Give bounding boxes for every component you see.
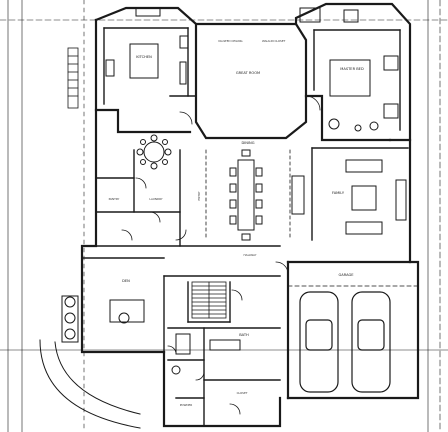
door-swings — [121, 95, 321, 415]
bath-fixtures — [171, 124, 362, 375]
walkway-curve — [39, 339, 141, 429]
stairs — [67, 47, 227, 319]
bath-label: BATH — [239, 333, 249, 337]
master-bed — [328, 55, 399, 131]
master-bed-label: MASTER BED — [340, 67, 364, 71]
garage-cars — [299, 291, 391, 393]
den-furniture — [61, 295, 145, 343]
note-great-room: VAULTED CEILING — [218, 39, 243, 43]
interior-walls — [81, 27, 419, 427]
kitchen-fixtures — [105, 7, 359, 85]
kitchen-label: KITCHEN — [136, 55, 152, 59]
garage-label: GARAGE — [338, 273, 354, 277]
dining-label: DINING — [241, 141, 254, 145]
exterior-walls — [80, 2, 420, 428]
pantry-label: PANTRY — [109, 197, 120, 201]
family-furniture — [291, 159, 407, 235]
den-label: DEN — [122, 279, 130, 283]
note-master: WALK-IN CLOSET — [262, 39, 286, 43]
breakfast-table — [136, 134, 172, 170]
dining-table — [229, 149, 263, 241]
laundry-label: LAUNDRY — [149, 197, 163, 201]
family-label: FAMILY — [332, 191, 345, 195]
closet-label: CLOSET — [237, 391, 248, 395]
great-room-label: GREAT ROOM — [236, 71, 260, 75]
powder-label: POWDER — [180, 403, 193, 407]
room-labels: KITCHEN GREAT ROOM MASTER BED FAMILY DIN… — [109, 39, 364, 407]
entry-label: ENTRY — [197, 191, 201, 200]
hall-label: HALLWAY — [244, 253, 257, 257]
